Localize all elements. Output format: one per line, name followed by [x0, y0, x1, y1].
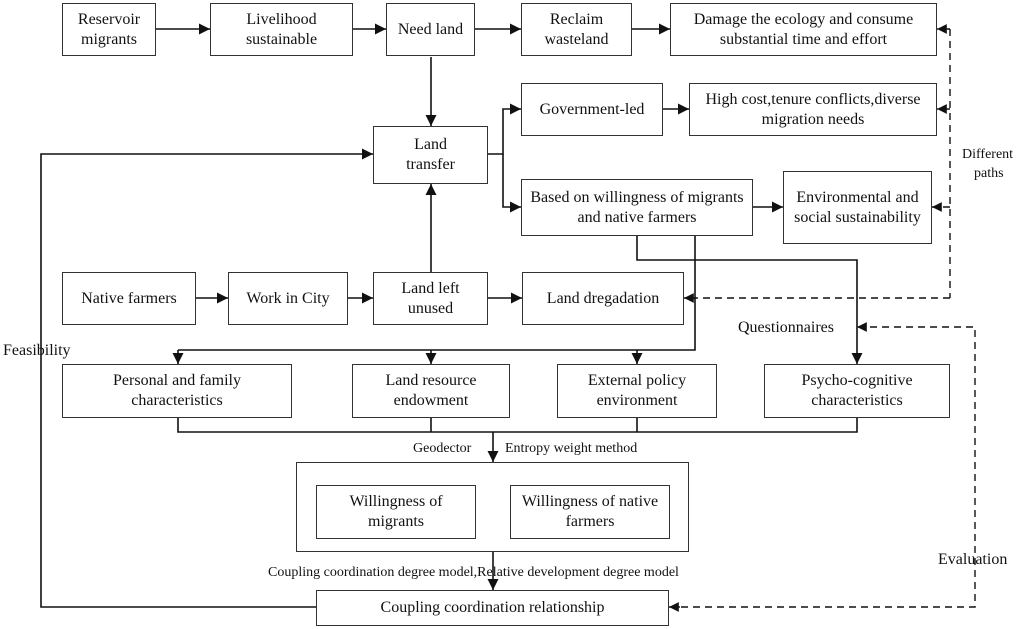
box-personal-family: Personal and family characteristics — [62, 364, 292, 418]
box-willingness-native: Willingness of native farmers — [510, 485, 670, 539]
box-reclaim-wasteland: Reclaim wasteland — [521, 3, 632, 56]
box-land-degradation-text: Land dregadation — [546, 289, 660, 307]
box-reclaim-wasteland-text: Reclaim wasteland — [544, 10, 609, 48]
box-land-resource-text: Land resource endowment — [385, 372, 477, 409]
box-livelihood-sustainable: Livelihood sustainable — [210, 3, 353, 56]
box-willingness-migrants: Willingness of migrants — [316, 485, 476, 539]
line-willingness-factors — [178, 236, 696, 351]
label-paths: paths — [974, 166, 1004, 181]
box-work-in-city-text: Work in City — [246, 289, 330, 307]
box-government-led: Government-led — [521, 83, 663, 136]
box-reservoir-migrants: Reservoir migrants — [62, 3, 156, 56]
arrow-transfer-government — [488, 103, 521, 155]
box-willingness-migrants-text: Willingness of migrants — [349, 493, 443, 530]
box-psycho-cognitive: Psycho-cognitive characteristics — [764, 364, 950, 418]
box-native-farmers-text: Native farmers — [81, 289, 177, 307]
label-questionnaires: Questionnaires — [738, 319, 834, 336]
box-damage-ecology: Damage the ecology and consume substanti… — [670, 3, 937, 56]
label-feasibility: Feasibility — [3, 342, 71, 359]
label-geodector: Geodector — [413, 441, 472, 456]
arrow-transfer-willingness — [502, 154, 521, 213]
label-coupling-models: Coupling coordination degree model,Relat… — [268, 565, 679, 580]
label-different: Different — [962, 147, 1014, 162]
box-land-transfer-text: Land transfer — [406, 136, 455, 173]
box-psycho-cognitive-text: Psycho-cognitive characteristics — [801, 372, 913, 409]
dashed-evaluation-loop — [669, 322, 976, 608]
box-livelihood-sustainable-text: Livelihood sustainable — [245, 10, 318, 48]
box-damage-ecology-text: Damage the ecology and consume substanti… — [693, 10, 914, 48]
box-external-policy: External policy environment — [557, 364, 717, 418]
box-personal-family-text: Personal and family characteristics — [113, 372, 241, 409]
box-land-degradation: Land dregadation — [522, 272, 684, 325]
arrow-feasibility-loop — [40, 148, 373, 608]
box-need-land-text: Need land — [397, 20, 464, 38]
box-government-led-text: Government-led — [539, 100, 645, 118]
box-coupling-relationship-text: Coupling coordination relationship — [380, 599, 605, 616]
box-external-policy-text: External policy environment — [587, 372, 687, 409]
box-native-farmers: Native farmers — [62, 272, 196, 325]
box-land-transfer: Land transfer — [373, 126, 488, 184]
box-env-social-text: Environmental and social sustainability — [794, 188, 921, 226]
box-high-cost-text: High cost,tenure conflicts,diverse migra… — [705, 90, 921, 128]
box-work-in-city: Work in City — [228, 272, 348, 325]
box-willingness-native-text: Willingness of native farmers — [521, 493, 659, 530]
box-land-left-unused: Land left unused — [373, 272, 488, 325]
box-env-social: Environmental and social sustainability — [783, 171, 932, 244]
label-entropy: Entropy weight method — [505, 441, 638, 456]
box-coupling-relationship: Coupling coordination relationship — [316, 590, 669, 626]
label-evaluation: Evaluation — [938, 551, 1008, 568]
arrow-to-psycho — [636, 236, 863, 364]
box-based-on-willingness: Based on willingness of migrants and nat… — [521, 179, 753, 236]
box-high-cost: High cost,tenure conflicts,diverse migra… — [689, 83, 937, 136]
box-land-resource: Land resource endowment — [352, 364, 510, 418]
box-need-land: Need land — [386, 3, 475, 56]
box-land-left-unused-text: Land left unused — [401, 279, 460, 317]
line-factors-join — [177, 418, 858, 433]
box-based-on-willingness-text: Based on willingness of migrants and nat… — [530, 188, 744, 226]
box-reservoir-migrants-text: Reservoir migrants — [77, 10, 141, 48]
